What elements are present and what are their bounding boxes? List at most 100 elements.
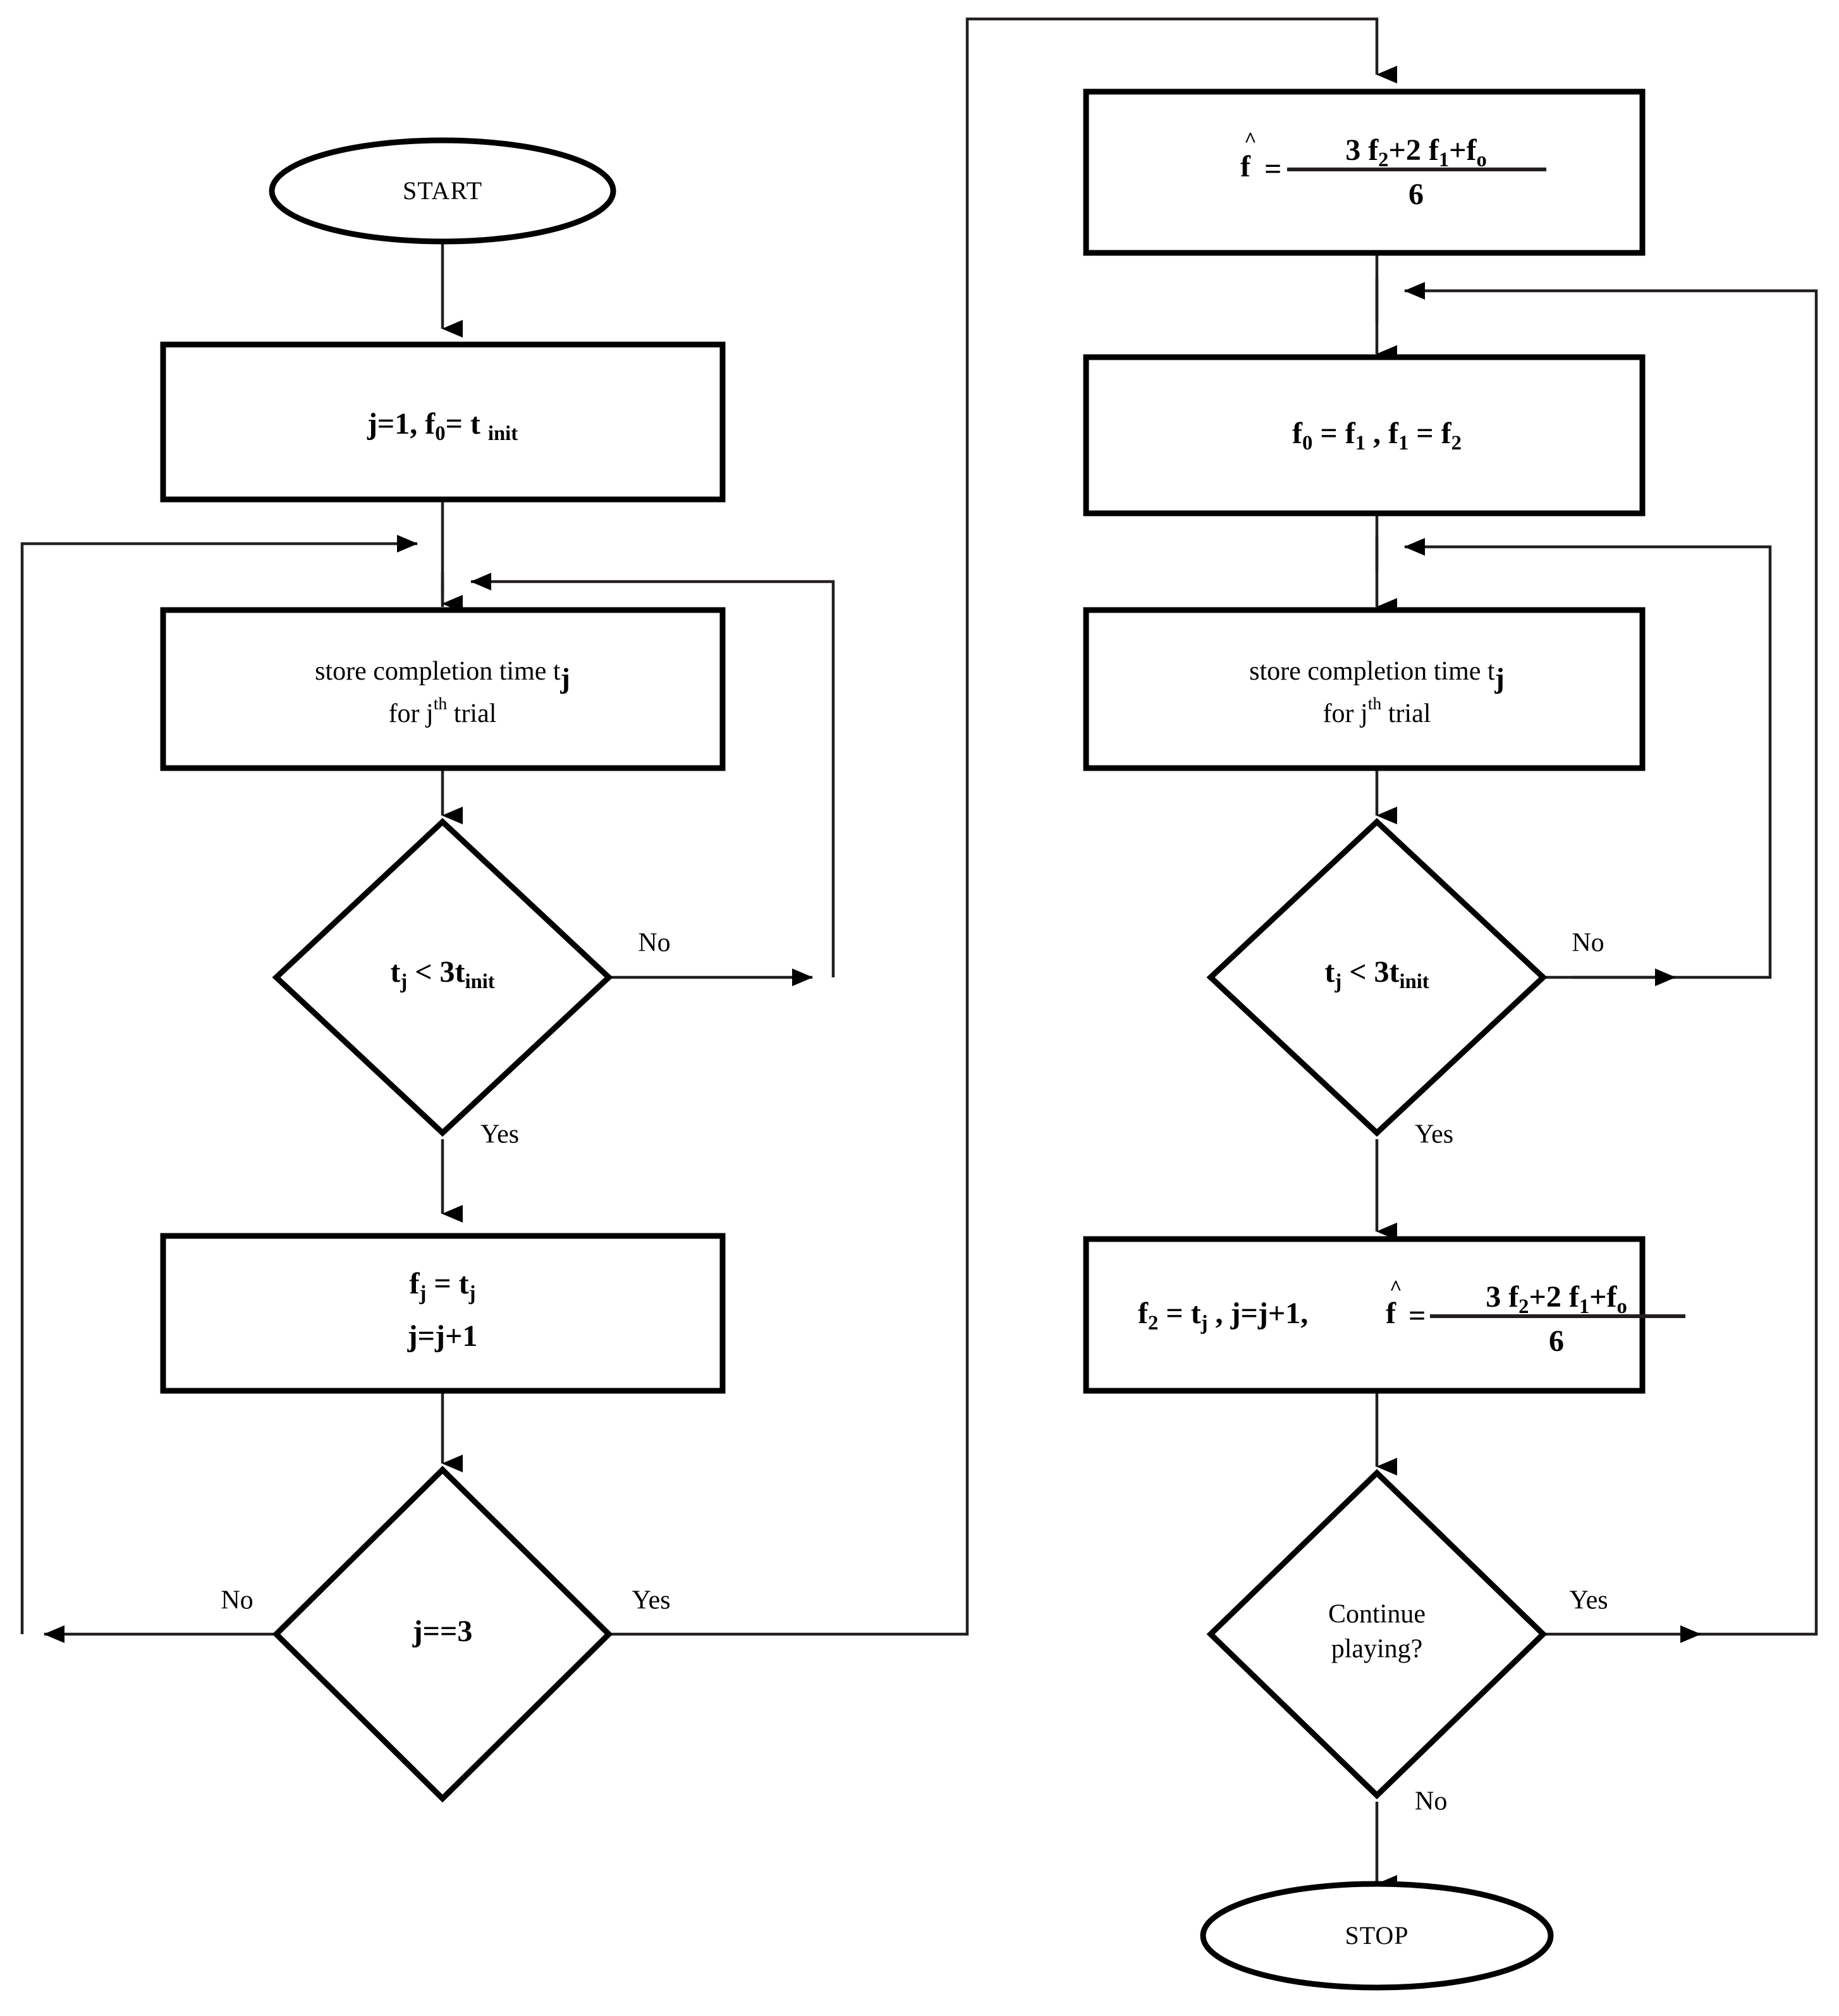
node-store-right[interactable] [1083,607,1646,771]
node-start-label: START [403,176,482,205]
store-right-l1sub: j [1494,662,1505,694]
ftn-2: +2 f [1388,133,1439,167]
drt-a: t [1324,955,1335,989]
dlt-s1: j [400,970,407,993]
urn-2: +2 f [1529,1280,1579,1314]
ur-seg2: , j=j+1, [1208,1297,1309,1330]
store-left-l1sub: j [560,662,570,694]
node-init[interactable] [160,341,726,503]
store-right-l1a: store completion time t [1249,657,1495,686]
urn-3: 1 [1579,1295,1589,1318]
node-store-left-line1: store completion time tj [315,657,570,694]
node-store-right-line1: store completion time tj [1249,657,1505,694]
node-fhat-top-hat: ^ [1244,128,1257,152]
node-stop-label: STOP [1345,1921,1408,1950]
node-update-right-lhs: f [1386,1297,1396,1330]
urn-5: o [1616,1295,1627,1318]
node-init-sub2: init [488,422,518,445]
sh-0: f [1292,417,1303,450]
node-fhat-top[interactable] [1083,89,1646,256]
sh-7: 2 [1451,432,1462,455]
store-left-l2sup: th [434,693,448,713]
node-assign-left-line1: fj = tj [409,1267,475,1305]
node-update-right-seg1: f2 = tj , j=j+1, [1138,1297,1308,1335]
node-fhat-top-lhs: f [1240,150,1251,183]
node-shift[interactable] [1083,354,1646,516]
ur-a: f [1138,1297,1149,1330]
node-fhat-top-numerator: 3 f2+2 f1+fo [1345,133,1487,171]
ur-s1: 2 [1148,1312,1158,1335]
node-update-right-numerator: 3 f2+2 f1+fo [1486,1280,1627,1318]
node-assign-left[interactable] [160,1233,726,1394]
edge-label-left-time-no: No [638,929,670,958]
node-update-right-hat: ^ [1390,1276,1402,1300]
drt-s2: init [1400,970,1429,993]
node-fhat-top-eq: = [1264,152,1281,186]
sh-6: = f [1408,417,1451,450]
node-decide-right-time[interactable] [1206,817,1548,1137]
node-decide-continue-line1: Continue [1328,1600,1426,1629]
al-l1b: = t [426,1267,468,1300]
ftn-4: +f [1449,133,1477,167]
store-right-l2a: for j [1323,699,1368,728]
node-store-right-line2: for jth trial [1323,693,1431,728]
node-decide-j3-label: j==3 [412,1615,473,1648]
edge-label-j3-no: No [221,1586,253,1615]
node-update-right-denominator: 6 [1549,1324,1564,1358]
ftn-1: 2 [1378,149,1388,171]
node-decide-continue-line2: playing? [1331,1635,1423,1664]
drt-s1: j [1334,970,1341,993]
edge-label-j3-yes: Yes [632,1586,670,1615]
al-l1s1: j [419,1282,426,1305]
node-stop[interactable] [1200,1881,1554,1991]
urn-0: 3 f [1486,1280,1519,1314]
edge-left-time-no-loopback [470,573,835,977]
node-decide-j3[interactable] [272,1465,613,1803]
node-init-lead: j=1, f [367,407,436,441]
edge-label-right-time-yes: Yes [1415,1120,1453,1149]
node-decide-continue[interactable] [1206,1469,1548,1800]
store-right-l2sup: th [1368,693,1382,713]
dlt-b: < 3t [407,955,465,989]
edge-continue-yes-loopback [1404,282,1818,1636]
node-decide-left-time-label: tj < 3tinit [390,955,494,993]
node-decide-right-time-label: tj < 3tinit [1324,955,1429,993]
ftn-3: 1 [1439,149,1449,171]
node-init-label: j=1, f0= t init [367,407,518,445]
sh-2: = f [1312,417,1355,450]
node-init-mid: = t [446,407,488,441]
node-start[interactable] [269,137,616,245]
node-update-right-eq: = [1408,1299,1426,1333]
ur-s2: j [1201,1312,1208,1335]
urn-4: +f [1589,1280,1617,1314]
store-left-l1a: store completion time t [315,657,561,686]
edge-label-left-time-yes: Yes [480,1120,519,1149]
ftn-0: 3 f [1345,133,1379,167]
urn-1: 2 [1518,1295,1529,1318]
node-shift-label: f0 = f1 , f1 = f2 [1292,417,1462,455]
al-l1a: f [409,1267,420,1300]
store-left-l2a: for j [389,699,434,728]
edge-j3-no-loopback [20,535,418,1634]
store-left-l2b: trial [447,699,496,728]
fhat-top-f: f [1240,150,1251,183]
edge-label-right-time-no: No [1572,929,1604,958]
al-l1s2: j [468,1282,476,1305]
ftn-5: o [1476,149,1486,171]
dlt-a: t [390,955,400,989]
store-right-l2b: trial [1381,699,1431,728]
sh-1: 0 [1302,432,1312,455]
node-assign-left-line2: j=j+1 [407,1319,478,1353]
sh-5: 1 [1398,432,1408,455]
sh-3: 1 [1355,432,1366,455]
node-store-left[interactable] [160,607,726,771]
edge-label-continue-no: No [1415,1787,1447,1816]
drt-b: < 3t [1341,955,1399,989]
node-store-left-line2: for jth trial [389,693,497,728]
node-fhat-top-denominator: 6 [1408,178,1424,211]
dlt-s2: init [465,970,495,993]
node-decide-left-time[interactable] [272,817,613,1137]
edge-label-continue-yes: Yes [1569,1586,1608,1615]
